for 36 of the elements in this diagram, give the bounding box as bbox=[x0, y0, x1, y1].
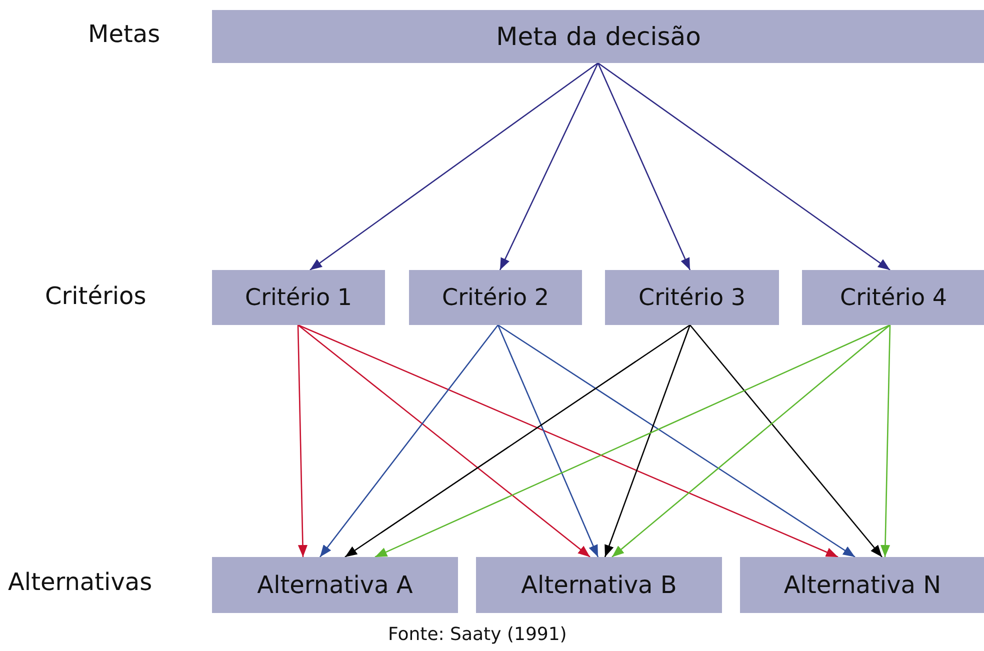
level-box bbox=[740, 557, 984, 613]
box-label: Critério 2 bbox=[442, 284, 549, 310]
arrow bbox=[597, 62, 691, 270]
level-box bbox=[476, 557, 722, 613]
box-label: Critério 1 bbox=[245, 284, 352, 310]
arrow bbox=[374, 324, 890, 558]
arrow bbox=[319, 324, 499, 558]
level-box bbox=[802, 270, 984, 325]
level-label: Critérios bbox=[45, 282, 146, 310]
arrow bbox=[498, 324, 856, 558]
arrow bbox=[880, 324, 891, 558]
level-label: Metas bbox=[88, 20, 160, 48]
box-label: Alternativa B bbox=[521, 571, 677, 599]
arrow bbox=[344, 324, 690, 558]
level-label: Alternativas bbox=[8, 568, 152, 596]
arrow bbox=[499, 62, 599, 270]
level-box bbox=[212, 270, 385, 325]
source-caption: Fonte: Saaty (1991) bbox=[388, 624, 567, 645]
box-label: Critério 3 bbox=[638, 284, 746, 310]
box-label: Critério 4 bbox=[840, 284, 947, 310]
level-box bbox=[212, 10, 984, 63]
box-label: Meta da decisão bbox=[496, 22, 701, 51]
arrow bbox=[497, 324, 599, 558]
arrow bbox=[598, 62, 890, 271]
arrow bbox=[298, 324, 838, 558]
level-box bbox=[212, 557, 458, 613]
arrow bbox=[297, 324, 308, 558]
level-box bbox=[409, 270, 582, 325]
arrow bbox=[298, 324, 590, 558]
box-label: Alternativa A bbox=[257, 571, 413, 599]
arrow bbox=[612, 324, 890, 558]
level-box bbox=[605, 270, 779, 325]
arrow bbox=[690, 324, 882, 558]
arrow bbox=[604, 324, 691, 558]
arrow bbox=[310, 62, 598, 271]
box-label: Alternativa N bbox=[784, 571, 942, 599]
